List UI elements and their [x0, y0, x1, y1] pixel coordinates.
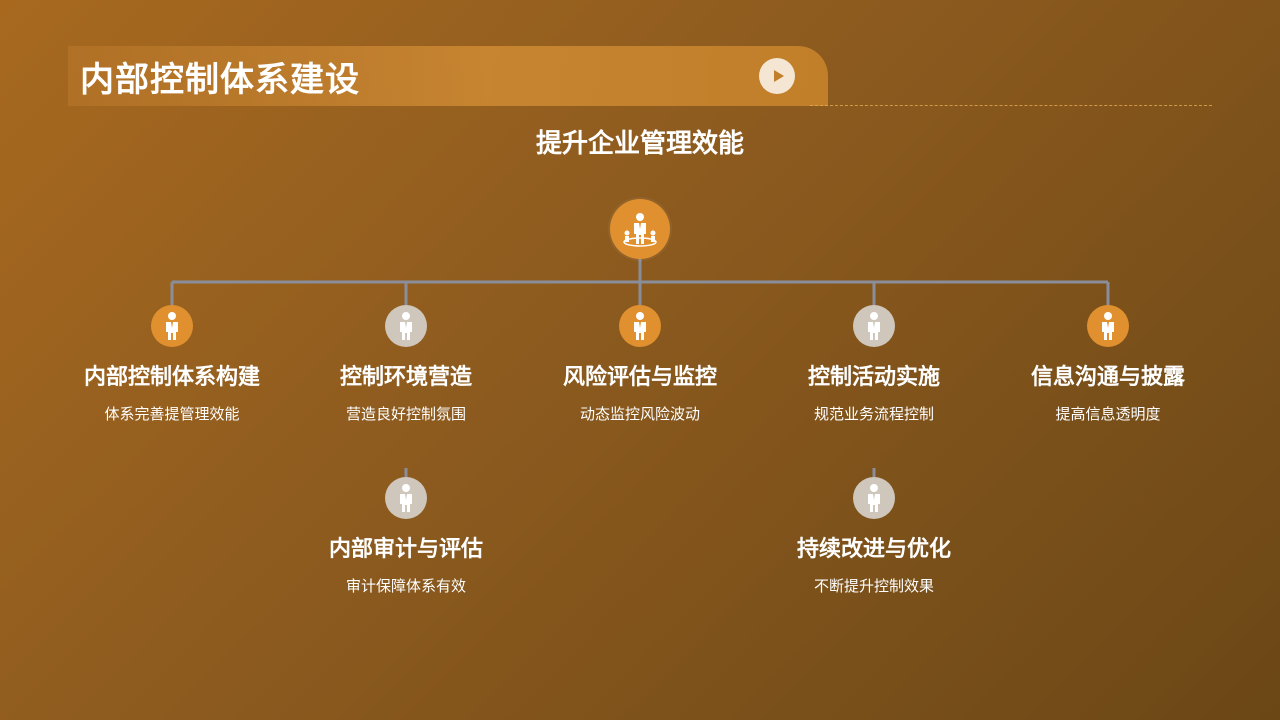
node-desc: 体系完善提管理效能: [104, 405, 240, 423]
person-icon: [400, 312, 412, 340]
person-icon: [166, 312, 178, 340]
node-circle: [619, 305, 661, 347]
page-title: 内部控制体系建设: [80, 60, 360, 100]
team-person-icon: [623, 213, 657, 247]
node-title: 控制活动实施: [807, 365, 940, 390]
node-circle: [385, 477, 427, 519]
node-desc: 审计保障体系有效: [345, 577, 466, 595]
node-desc: 提高信息透明度: [1055, 405, 1161, 423]
person-icon: [400, 484, 412, 512]
person-icon: [868, 484, 880, 512]
node-title: 风险评估与监控: [562, 365, 717, 390]
diagram-subtitle: 提升企业管理效能: [535, 129, 744, 159]
node-circle: [385, 305, 427, 347]
node-desc: 动态监控风险波动: [579, 405, 700, 423]
node-circle: [853, 305, 895, 347]
root-node: [610, 199, 670, 259]
node-circle: [151, 305, 193, 347]
node-title: 持续改进与优化: [796, 537, 951, 562]
node-circle: [853, 477, 895, 519]
node-title: 内部审计与评估: [328, 537, 483, 562]
person-icon: [1102, 312, 1114, 340]
node-desc: 不断提升控制效果: [813, 577, 934, 595]
node-title: 信息沟通与披露: [1030, 365, 1185, 390]
title-divider: [810, 105, 1212, 106]
person-icon: [868, 312, 880, 340]
node-desc: 规范业务流程控制: [813, 405, 934, 423]
node-title: 控制环境营造: [339, 365, 472, 390]
person-icon: [634, 312, 646, 340]
title-banner: [68, 46, 828, 106]
play-button[interactable]: [759, 58, 795, 94]
play-icon: [773, 70, 784, 82]
node-desc: 营造良好控制氛围: [345, 405, 466, 423]
node-circle: [1087, 305, 1129, 347]
node-title: 内部控制体系构建: [83, 365, 260, 390]
